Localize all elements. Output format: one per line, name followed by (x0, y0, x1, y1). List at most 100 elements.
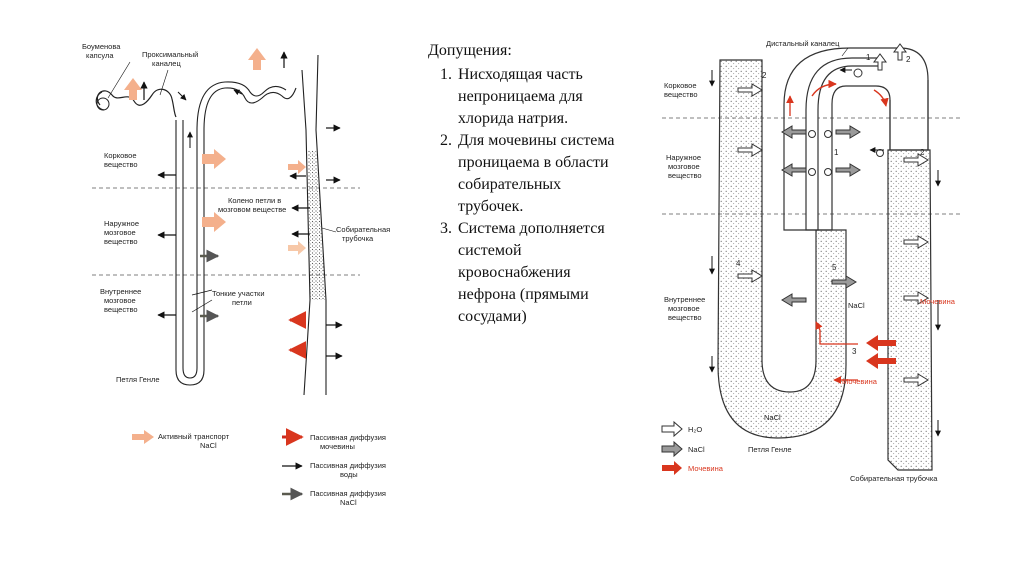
h2o-arrow (873, 53, 887, 71)
flow-arrow (233, 89, 243, 96)
loop-of-henle-tube (717, 59, 847, 439)
ascending-limb-inner (805, 57, 881, 231)
active-transport-arrow (288, 160, 306, 174)
number-label: 3 (852, 347, 857, 356)
number-label: 1 (866, 53, 871, 62)
flow-red-arrow (873, 89, 889, 107)
assumptions-block: Допущения: Нисходящая часть непроницаема… (428, 40, 628, 328)
leader-line (841, 47, 849, 57)
assumptions-title: Допущения: (428, 42, 512, 59)
collecting-duct-concentrate (308, 150, 326, 300)
distal-tubule-label: Дистальный каналец (766, 39, 840, 48)
number-label: 2 (762, 71, 767, 80)
nacl-inside-label: NaCl (764, 413, 781, 422)
collecting-duct-wall (315, 54, 327, 395)
h2o-arrow (903, 373, 929, 387)
nacl-arrow (781, 293, 807, 307)
h2o-arrow (903, 153, 929, 167)
active-transport-arrow (202, 149, 226, 169)
pump (808, 168, 816, 176)
nacl-arrow (781, 125, 807, 139)
legend-h2o-swatch (661, 420, 683, 438)
leader-line (159, 69, 169, 96)
number-label: 5 (832, 263, 837, 272)
bowman-capsule (96, 97, 110, 111)
h2o-arrow (737, 83, 763, 97)
flow-arrow (177, 91, 187, 101)
legend-h2o-label: H₂O (688, 425, 702, 434)
urea-arrow (866, 353, 896, 369)
nacl-arrow (835, 125, 861, 139)
collecting-duct (887, 149, 933, 471)
urea-recycle-line (819, 330, 858, 345)
flow-direction-arrows (709, 67, 941, 437)
nacl-arrow (781, 163, 807, 177)
assumptions-list: Нисходящая часть непроницаема для хлорид… (428, 64, 628, 328)
loop-of-henle-label: Петля Генле (748, 445, 792, 454)
leader-line (107, 61, 131, 99)
bowman-capsule-outline (95, 91, 105, 111)
collecting-duct-wall (301, 69, 311, 396)
leader-line (191, 299, 213, 313)
assumption-item: Система дополняется системой кровоснабже… (456, 218, 628, 328)
leader-line (321, 227, 337, 233)
assumption-item: Нисходящая часть непроницаема для хлорид… (456, 64, 628, 130)
number-label: 2 (920, 148, 925, 157)
collecting-duct-label: Собирательная трубочка (850, 474, 938, 483)
legend-urea-swatch (662, 461, 682, 475)
urea-arrows (866, 335, 896, 369)
number-label: 2 (906, 55, 911, 64)
h2o-arrow (903, 291, 929, 305)
assumption-item: Для мочевины система проницаема в област… (456, 130, 628, 218)
water-arrows (737, 43, 929, 387)
nacl-arrow (831, 275, 857, 289)
nacl-arrow (835, 163, 861, 177)
urea-diffusion-arrows (288, 311, 307, 359)
urea-recycle-arrow (815, 321, 823, 331)
loop-of-henle-label: Петля Генле (116, 375, 160, 384)
nacl-medulla-label: NaCl (848, 301, 865, 310)
active-transport-arrow (124, 78, 142, 100)
legend-active-swatch (132, 430, 154, 444)
legend-nacl-label: NaCl (688, 445, 705, 454)
flow-red-arrow (811, 79, 837, 97)
pump (853, 68, 863, 78)
legend-nacl-swatch (661, 440, 683, 458)
loop-of-henle-inner (182, 81, 287, 379)
active-transport-arrow (288, 241, 306, 255)
pump (808, 130, 816, 138)
pump (876, 149, 884, 157)
active-transport-arrows (124, 48, 306, 255)
leader-line (191, 289, 213, 296)
number-label: 4 (736, 259, 741, 268)
urea-bottom-label: Мочевина (842, 377, 878, 386)
active-transport-arrow (202, 212, 226, 232)
active-transport-arrow (248, 48, 266, 70)
nacl-arrows (781, 125, 861, 307)
h2o-arrow (737, 269, 763, 283)
pump (824, 168, 832, 176)
legend-urea-label: Мочевина (688, 464, 724, 473)
pump (824, 130, 832, 138)
number-label: 1 (834, 148, 839, 157)
urea-arrow (866, 335, 896, 351)
right-legend: H₂O NaCl Мочевина (661, 420, 724, 475)
loop-of-henle-outer (175, 87, 297, 386)
